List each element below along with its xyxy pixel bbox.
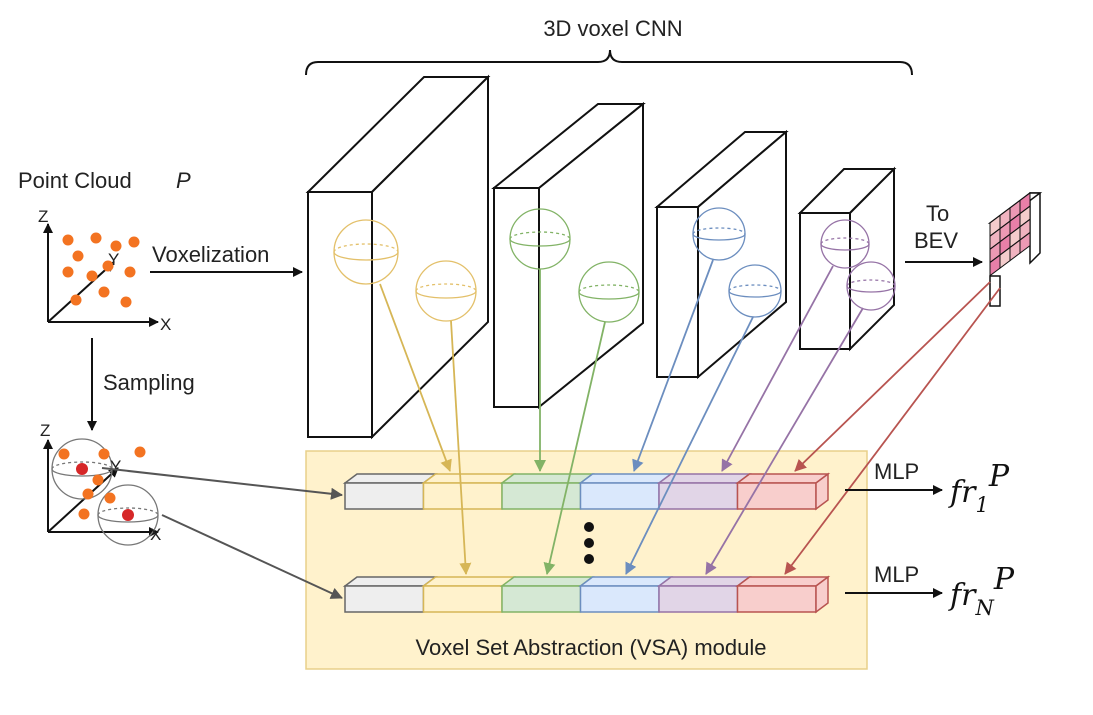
sampling-label: Sampling: [103, 370, 195, 395]
feature-segment: [656, 576, 752, 613]
feature-segment: [735, 575, 831, 614]
bev-cell: [1019, 231, 1031, 255]
feature-bar-bottom: [342, 575, 831, 614]
voxelization-label: Voxelization: [152, 242, 269, 267]
voxel-block-4: [797, 166, 897, 352]
point-cloud-symbol: P: [176, 168, 191, 193]
feature-segment: [499, 473, 595, 510]
voxel-block-3: [654, 129, 789, 380]
mlp-bottom-label: MLP: [874, 562, 919, 587]
feature-arrows: [379, 259, 1001, 575]
feature-segment: [499, 576, 595, 613]
svg-text:Y: Y: [108, 250, 119, 269]
mlp-top-label: MLP: [874, 459, 919, 484]
output-frN: frNP: [948, 562, 1015, 620]
voxel-block-2: [491, 101, 646, 410]
cnn-title: 3D voxel CNN: [543, 16, 682, 41]
bev-label: BEV: [914, 228, 958, 253]
sphere-icon: [333, 207, 896, 323]
keypoint-cloud-bottom: Z Y X: [40, 421, 161, 546]
svg-text:Y: Y: [110, 457, 121, 476]
feature-segment: [578, 473, 674, 510]
point-cloud-label: Point Cloud: [18, 168, 132, 193]
feature-segment: [735, 472, 831, 511]
feature-segment: [578, 576, 674, 613]
vsa-module-label: Voxel Set Abstraction (VSA) module: [416, 635, 767, 660]
brace-icon: [305, 49, 913, 76]
bev-frame: [989, 275, 1001, 307]
feature-segment: [421, 576, 517, 613]
point-cloud-top: Z Y X: [38, 207, 171, 334]
keypoint-arrow-top: [101, 467, 343, 500]
bev-grid: [987, 192, 1043, 307]
to-label: To: [926, 201, 949, 226]
output-fr1: fr1P: [948, 459, 1010, 517]
feature-segment: [342, 576, 438, 613]
keypoint-arrow-bottom: [161, 514, 343, 599]
svg-text:Z: Z: [38, 207, 48, 226]
feature-segment: [421, 473, 517, 510]
svg-text:X: X: [160, 315, 171, 334]
feature-segment: [342, 473, 438, 510]
ellipsis-icon: [584, 522, 594, 564]
svg-text:Z: Z: [40, 421, 50, 440]
svg-text:X: X: [150, 525, 161, 544]
